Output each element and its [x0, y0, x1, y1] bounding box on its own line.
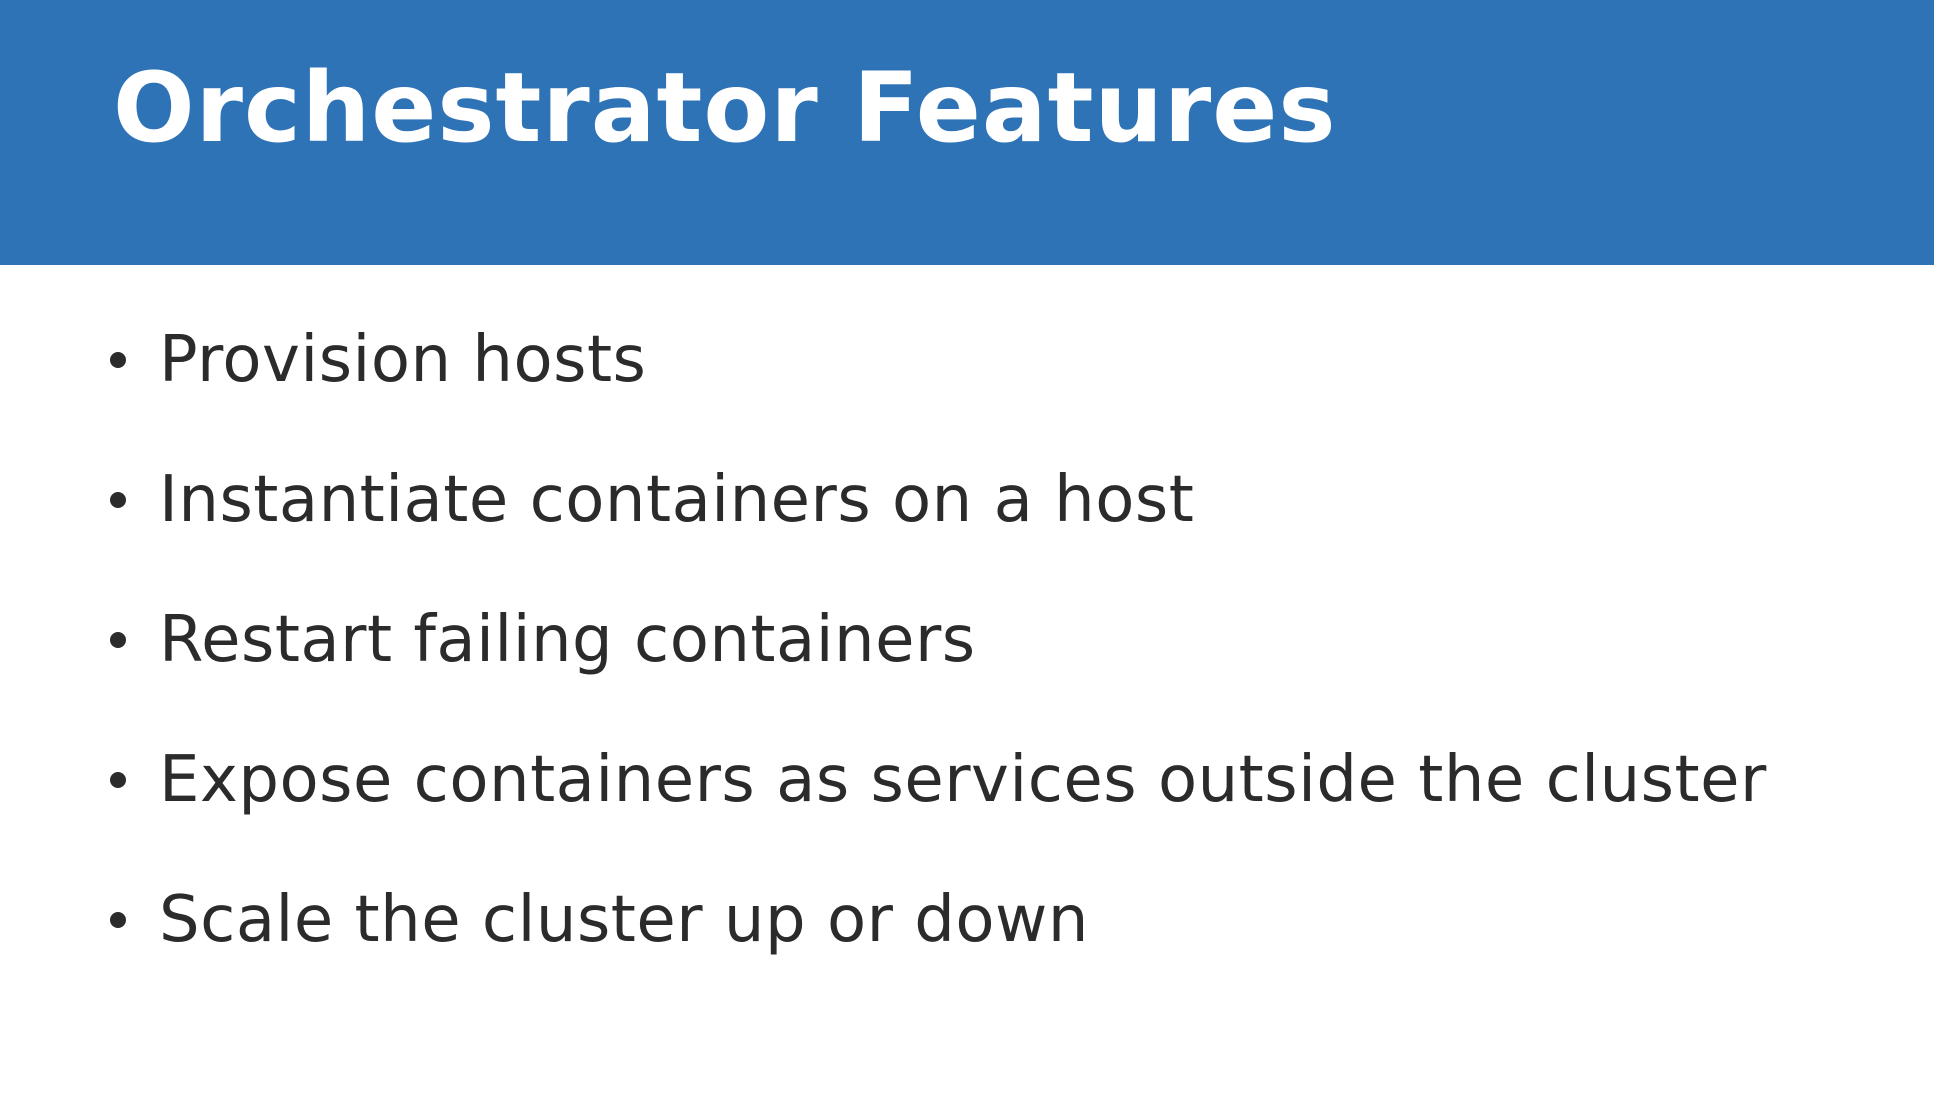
bullet-item: Scale the cluster up or down [110, 878, 1767, 1018]
bullet-text: Instantiate containers on a host [159, 463, 1195, 537]
bullet-item: Restart failing containers [110, 598, 1767, 738]
bullet-item: Provision hosts [110, 318, 1767, 458]
bullet-dot-icon [110, 352, 126, 368]
bullet-text: Scale the cluster up or down [159, 883, 1089, 957]
slide-title: Orchestrator Features [113, 52, 1337, 164]
bullet-dot-icon [110, 772, 126, 788]
title-banner: Orchestrator Features [0, 0, 1934, 265]
bullet-dot-icon [110, 492, 126, 508]
bullet-dot-icon [110, 912, 126, 928]
bullet-item: Instantiate containers on a host [110, 458, 1767, 598]
bullet-dot-icon [110, 632, 126, 648]
bullet-list: Provision hosts Instantiate containers o… [110, 318, 1767, 1018]
bullet-text: Provision hosts [159, 323, 647, 397]
bullet-item: Expose containers as services outside th… [110, 738, 1767, 878]
bullet-text: Expose containers as services outside th… [159, 743, 1767, 817]
bullet-text: Restart failing containers [159, 603, 976, 677]
